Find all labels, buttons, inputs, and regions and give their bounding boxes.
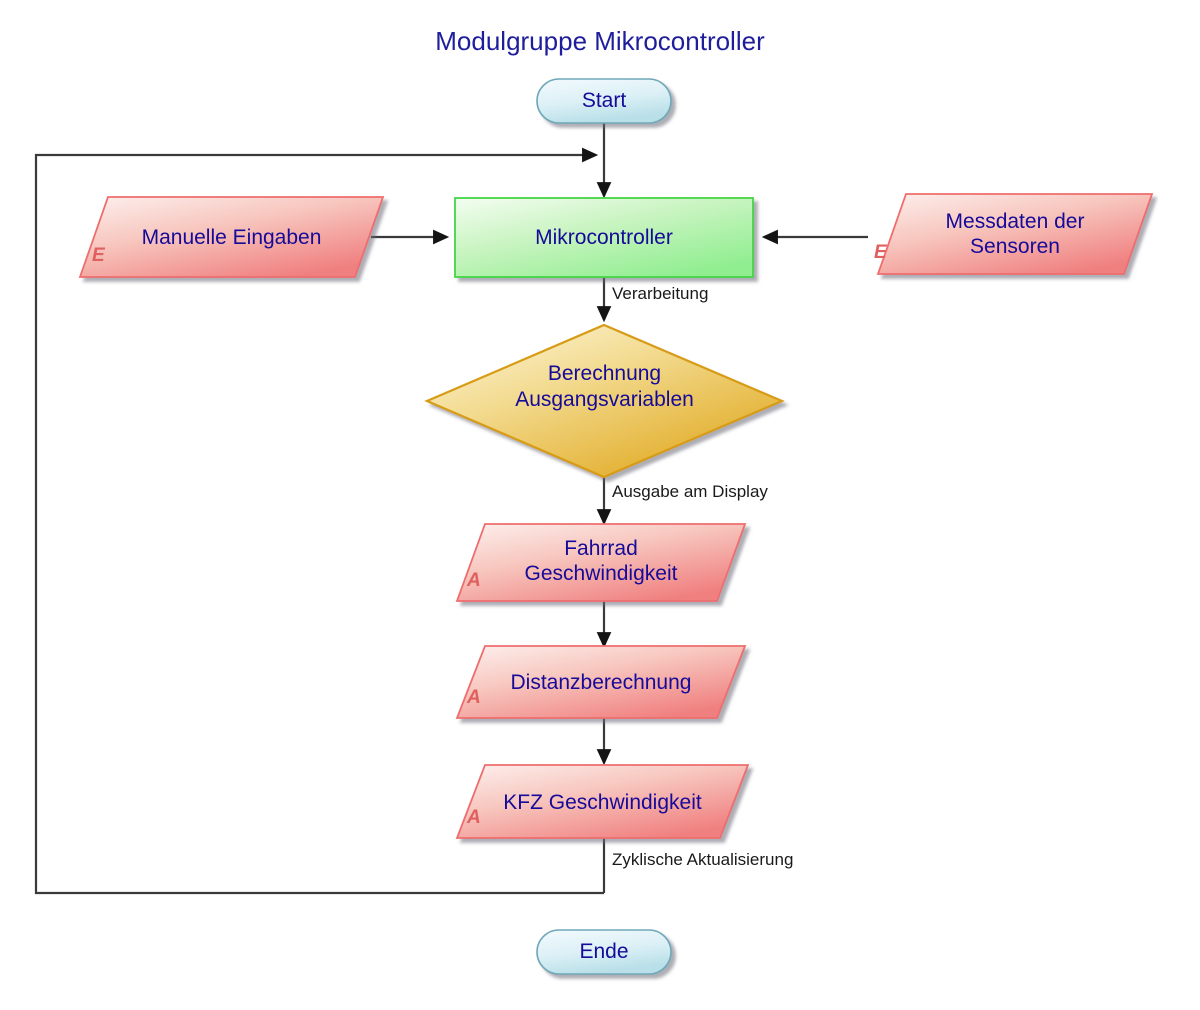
node-decision-berechnung[interactable] [424,323,785,479]
node-input-messdaten-sensoren[interactable] [876,193,1154,275]
node-output-fahrrad-marker: A [467,570,481,591]
node-process-mikrocontroller[interactable] [454,197,754,278]
connector-loopback-rail [34,147,604,895]
node-input-messdaten-sensoren-marker: E [874,242,887,263]
node-ende[interactable] [536,929,672,975]
node-start[interactable] [536,78,672,124]
node-output-fahrrad-geschwindigkeit[interactable] [455,523,747,602]
node-input-manuelle-eingaben-marker: E [92,245,105,266]
edge-label-verarbeitung: Verarbeitung [612,284,709,303]
node-output-distanzberechnung-marker: A [467,687,481,708]
node-input-manuelle-eingaben[interactable] [78,196,385,278]
node-output-kfz-geschwindigkeit[interactable] [455,764,750,839]
node-output-distanzberechnung[interactable] [455,645,747,719]
node-output-kfz-marker: A [467,807,481,828]
page-title: Modulgruppe Mikrocontroller [435,26,765,56]
edge-label-zyklische-aktualisierung: Zyklische Aktualisierung [612,850,794,869]
edge-label-ausgabe-am-display: Ausgabe am Display [612,482,768,501]
